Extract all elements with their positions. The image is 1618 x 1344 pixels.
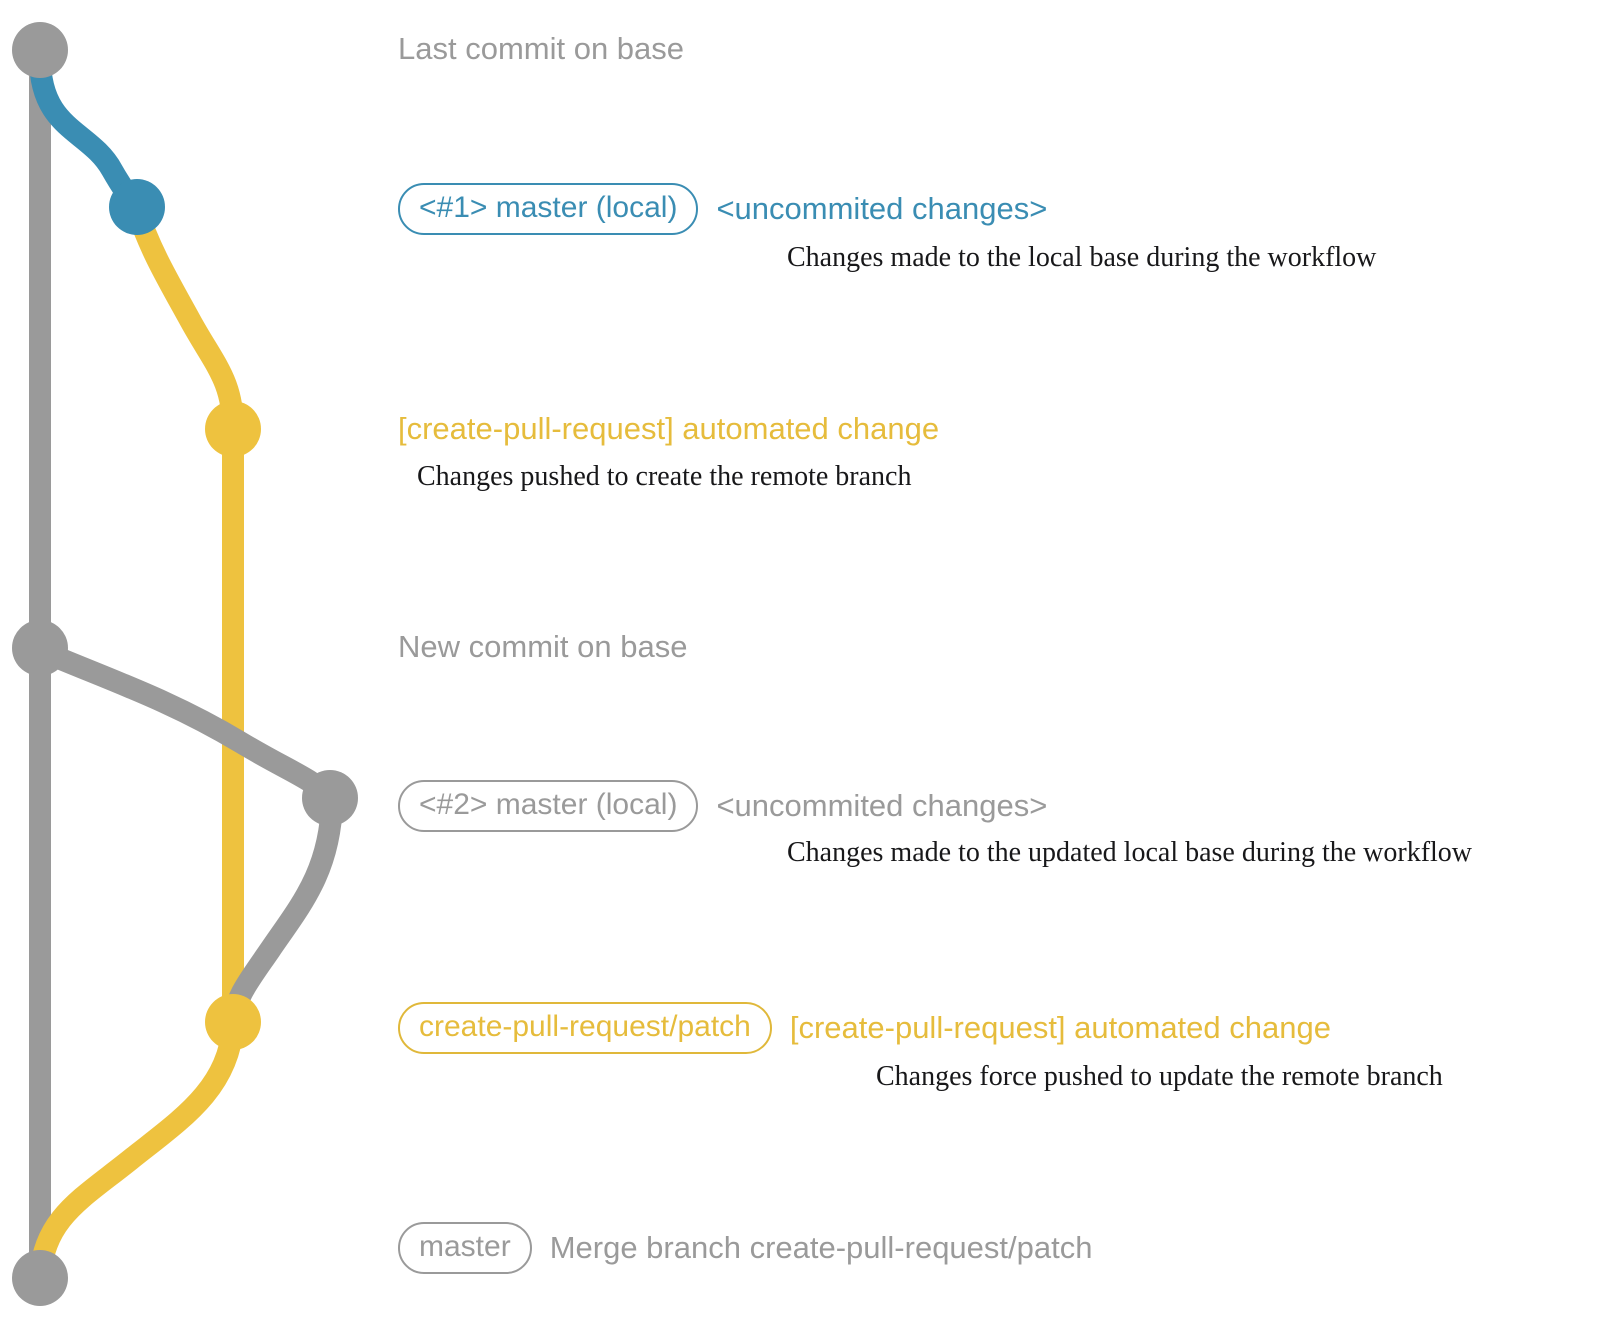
- commit-node-base-head: [12, 22, 68, 78]
- patch-branch-line-1: [126, 199, 244, 440]
- commit-node-local-commit-1: [109, 179, 165, 235]
- subtext-master-local-1: Changes made to the local base during th…: [787, 242, 1377, 273]
- local-branch-line-2: [33, 641, 341, 809]
- git-graph: [12, 22, 358, 1306]
- headline-new-commit-on-base: New commit on base: [398, 629, 688, 664]
- annotation-automated-change-1: [create-pull-request] automated change: [398, 411, 940, 446]
- annotation-master-local-1: <#1> master (local) <uncommited changes>: [398, 183, 1047, 235]
- commit-node-master-merge: [12, 1250, 68, 1306]
- annotation-master-local-2: <#2> master (local) <uncommited changes>: [398, 780, 1047, 832]
- local2-to-patch-line: [222, 791, 343, 1033]
- annotation-patch-branch: create-pull-request/patch [create-pull-r…: [398, 1002, 1331, 1054]
- badge-master-local-1[interactable]: <#1> master (local): [398, 183, 699, 235]
- annotation-new-commit-on-base: New commit on base: [398, 629, 688, 664]
- headline-merge-branch: Merge branch create-pull-request/patch: [549, 1229, 1093, 1265]
- headline-uncommited-changes-1: <uncommited changes>: [716, 190, 1048, 226]
- headline-last-commit-on-base: Last commit on base: [398, 31, 685, 66]
- headline-automated-change-2: [create-pull-request] automated change: [789, 1009, 1331, 1045]
- annotation-master-merge: master Merge branch create-pull-request/…: [398, 1222, 1092, 1274]
- subtext-master-local-2: Changes made to the updated local base d…: [787, 837, 1473, 868]
- annotation-last-commit-on-base: Last commit on base: [398, 31, 685, 66]
- commit-node-base-new-commit: [12, 620, 68, 676]
- badge-create-pull-request-patch[interactable]: create-pull-request/patch: [398, 1002, 772, 1054]
- badge-master[interactable]: master: [398, 1222, 532, 1274]
- commit-node-patch-commit-2: [205, 994, 261, 1050]
- badge-master-local-2[interactable]: <#2> master (local): [398, 780, 699, 832]
- subtext-automated-change-1: Changes pushed to create the remote bran…: [417, 461, 912, 492]
- commit-node-local-commit-2: [302, 770, 358, 826]
- headline-automated-change-1: [create-pull-request] automated change: [398, 411, 940, 446]
- patch-merge-line: [29, 1015, 244, 1289]
- commit-node-patch-commit-1: [205, 401, 261, 457]
- subtext-patch-branch: Changes force pushed to update the remot…: [876, 1061, 1443, 1092]
- headline-uncommited-changes-2: <uncommited changes>: [716, 787, 1048, 823]
